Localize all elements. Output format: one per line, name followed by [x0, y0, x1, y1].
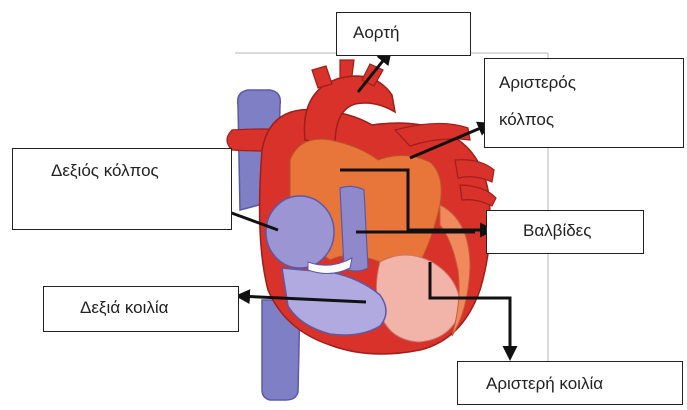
- label-valves-text: Βαλβίδες: [523, 221, 591, 240]
- label-left-atrium: Αριστερός κόλπος: [484, 58, 684, 148]
- label-right-atrium: Δεξιός κόλπος: [12, 148, 232, 230]
- label-left-atrium-line1: Αριστερός: [499, 71, 683, 96]
- label-valves: Βαλβίδες: [486, 210, 644, 254]
- label-aorta-text: Αορτή: [353, 23, 399, 42]
- septum-column: [340, 186, 368, 271]
- label-right-atrium-text: Δεξιός κόλπος: [51, 161, 159, 180]
- label-right-ventricle: Δεξιά κοιλία: [43, 286, 239, 332]
- label-left-ventricle: Αριστερή κοιλία: [457, 361, 683, 405]
- label-left-ventricle-text: Αριστερή κοιλία: [486, 374, 603, 393]
- right-atrium-chamber: [266, 196, 334, 268]
- label-aorta: Αορτή: [336, 12, 471, 56]
- label-right-ventricle-text: Δεξιά κοιλία: [80, 298, 169, 317]
- label-left-atrium-line2: κόλπος: [499, 108, 683, 133]
